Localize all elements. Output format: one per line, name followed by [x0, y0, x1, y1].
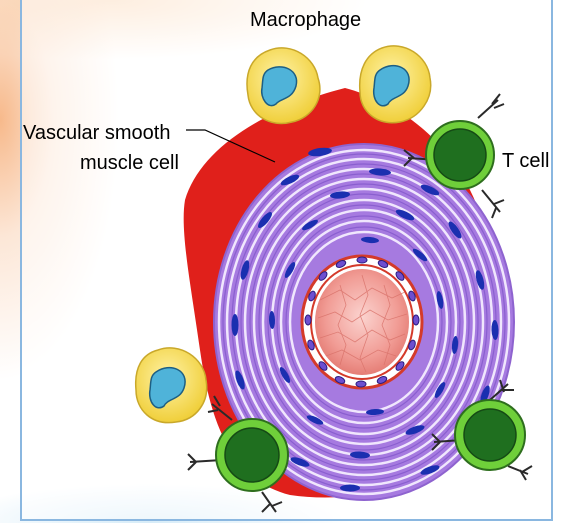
macrophage-top-right: [360, 46, 431, 123]
macrophage-bottom-left: [136, 348, 207, 423]
vessel-lumen: [315, 269, 409, 375]
vsmc-label-line1: Vascular smooth: [23, 122, 170, 144]
vsmc-label-line2: muscle cell: [80, 152, 179, 174]
macrophage-label: Macrophage: [250, 9, 361, 31]
macrophage-top-left: [247, 48, 320, 124]
t-cell-label: T cell: [502, 150, 549, 172]
